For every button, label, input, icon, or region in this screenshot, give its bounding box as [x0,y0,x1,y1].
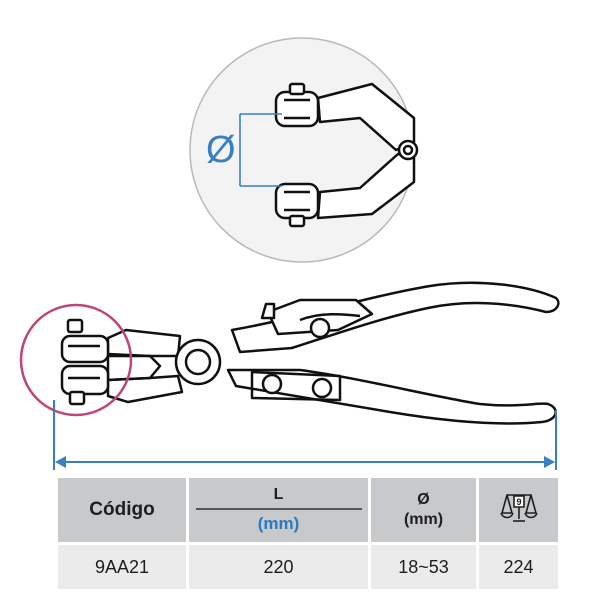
header-length-rule [195,508,362,510]
detail-circle: Ø [189,37,419,263]
cell-length: 220 [186,542,368,589]
jaw-highlight-ring [19,303,133,417]
cell-diameter: 18~53 [368,542,476,589]
cell-weight: 224 [476,542,558,589]
table-header-row: Código L (mm) Ø (mm) [58,478,558,542]
spec-table: Código L (mm) Ø (mm) [58,478,558,589]
pliers-drawing [60,281,560,425]
scale-weight-icon: 9 [499,493,538,522]
zoomed-jaws-drawing [274,82,419,228]
cell-code: 9AA21 [58,542,186,589]
header-length-symbol: L [273,486,284,503]
length-dimension [53,400,557,470]
scale-icon-digit: 9 [516,497,521,507]
header-weight: 9 [476,478,558,542]
header-diameter-symbol: Ø [417,491,430,508]
diameter-dimension [239,113,282,187]
diameter-symbol: Ø [206,129,236,171]
header-code-label: Código [89,499,155,520]
header-diameter: Ø (mm) [368,478,476,542]
pliers-figure: Ø [19,37,560,470]
header-diameter-unit: (mm) [403,511,444,528]
header-length-unit: (mm) [257,514,300,533]
table-row: 9AA21 220 18~53 224 [58,542,558,589]
header-code: Código [58,478,186,542]
header-length: L (mm) [186,478,368,542]
